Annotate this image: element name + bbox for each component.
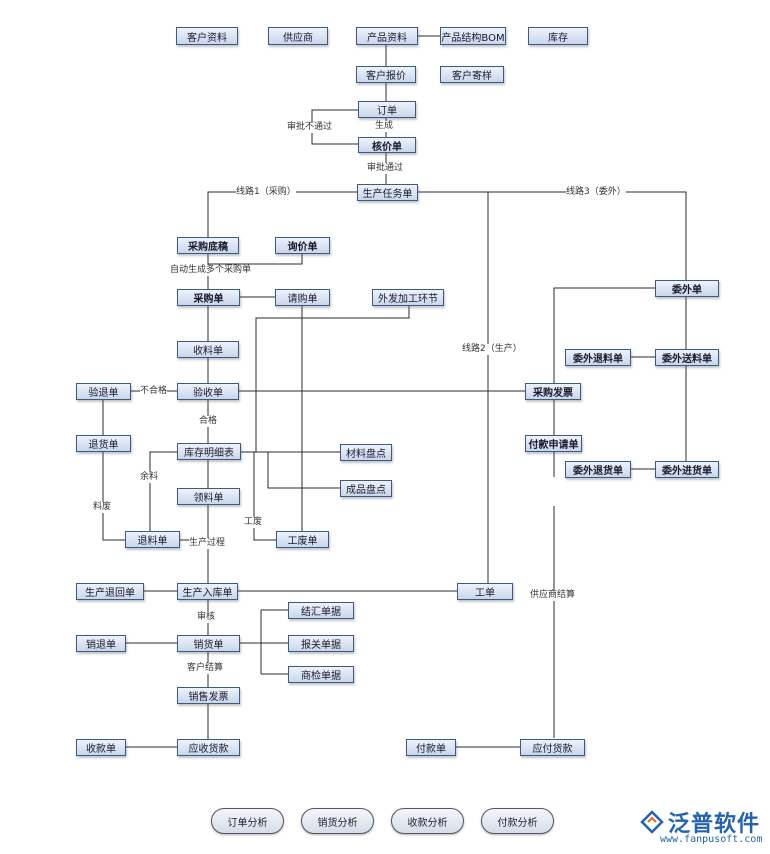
brand-logo: 泛普软件 [640,806,760,838]
payment-analysis-button[interactable]: 付款分析 [481,808,554,834]
node-requisition[interactable]: 请购单 [275,289,330,306]
node-production-inbound[interactable]: 生产入库单 [177,583,238,600]
node-production-task[interactable]: 生产任务单 [357,184,418,201]
brand-name: 泛普软件 [668,812,761,837]
node-picking[interactable]: 领料单 [177,488,240,505]
node-delivery[interactable]: 销货单 [177,635,240,652]
sales-analysis-button[interactable]: 销货分析 [301,808,374,834]
node-customer-quote[interactable]: 客户报价 [356,66,416,83]
node-supplier[interactable]: 供应商 [268,27,328,45]
node-customs-docs[interactable]: 报关单据 [288,635,354,652]
label-supplier-settle: 供应商结算 [530,590,576,601]
node-customer-info[interactable]: 客户资料 [176,27,238,45]
label-route3: 线路3（委外） [566,187,626,198]
label-qualified: 合格 [199,416,218,427]
node-purchase-order[interactable]: 采购单 [177,289,240,306]
node-sales-invoice[interactable]: 销售发票 [177,687,240,704]
node-scrap[interactable]: 工废单 [276,531,329,548]
node-order[interactable]: 订单 [358,101,416,118]
brand-url: www.fanpusoft.com [660,834,763,845]
node-customer-consign[interactable]: 客户寄样 [440,66,504,83]
node-product-info[interactable]: 产品资料 [356,27,418,45]
node-inspection[interactable]: 验收单 [177,383,239,400]
node-stock-detail[interactable]: 库存明细表 [177,443,241,460]
label-approval-passed: 审批通过 [367,163,404,174]
node-inventory[interactable]: 库存 [528,27,588,45]
node-outsourced-process[interactable]: 外发加工环节 [372,289,444,306]
label-approve: 审核 [197,612,216,623]
node-receiving[interactable]: 收料单 [177,341,239,358]
label-approval-failed: 审批不通过 [287,122,333,133]
node-outsource-return-material[interactable]: 委外退料单 [565,349,631,366]
label-scrap-material: 料废 [93,502,112,513]
node-sales-return[interactable]: 销退单 [76,635,126,652]
node-material-count[interactable]: 材料盘点 [340,444,392,461]
node-collection[interactable]: 收款单 [76,739,126,756]
node-purchase-draft[interactable]: 采购底稿 [177,237,239,254]
label-production-process: 生产过程 [189,538,226,549]
node-product-bom[interactable]: 产品结构BOM [440,27,506,45]
order-analysis-button[interactable]: 订单分析 [211,808,284,834]
fanpu-logo-icon [640,810,664,834]
node-return-check[interactable]: 验退单 [76,383,131,400]
node-outsource-delivery[interactable]: 委外进货单 [655,461,719,478]
node-finished-count[interactable]: 成品盘点 [340,480,392,497]
node-material-return[interactable]: 退料单 [125,531,180,548]
label-customer-settle: 客户结算 [187,663,224,674]
label-route1: 线路1（采购） [236,187,296,198]
node-work-order[interactable]: 工单 [457,583,513,600]
node-inspection-docs[interactable]: 商检单据 [288,666,354,683]
node-return-goods[interactable]: 退货单 [76,435,131,452]
node-payment-request[interactable]: 付款申请单 [525,435,582,452]
node-clearance-docs[interactable]: 结汇单据 [288,602,354,619]
label-route2: 线路2（生产） [462,344,522,355]
node-payable[interactable]: 应付货款 [520,739,585,756]
node-outsource-order[interactable]: 委外单 [655,280,719,297]
label-leftover: 余料 [140,472,159,483]
node-receivable[interactable]: 应收货款 [177,739,240,756]
node-payment[interactable]: 付款单 [406,739,456,756]
node-pricing-sheet[interactable]: 核价单 [358,137,416,153]
node-inquiry[interactable]: 询价单 [275,237,330,254]
node-outsource-send-material[interactable]: 委外送料单 [655,349,719,366]
label-auto-generate: 自动生成多个采购单 [170,265,252,276]
label-not-qualified: 不合格 [140,386,168,397]
node-outsource-return-goods[interactable]: 委外退货单 [565,461,631,478]
collection-analysis-button[interactable]: 收款分析 [391,808,464,834]
node-purchase-invoice[interactable]: 采购发票 [525,383,581,400]
label-work-scrap: 工废 [244,517,263,528]
label-generate: 生成 [375,121,394,132]
node-production-return[interactable]: 生产退回单 [76,583,144,600]
